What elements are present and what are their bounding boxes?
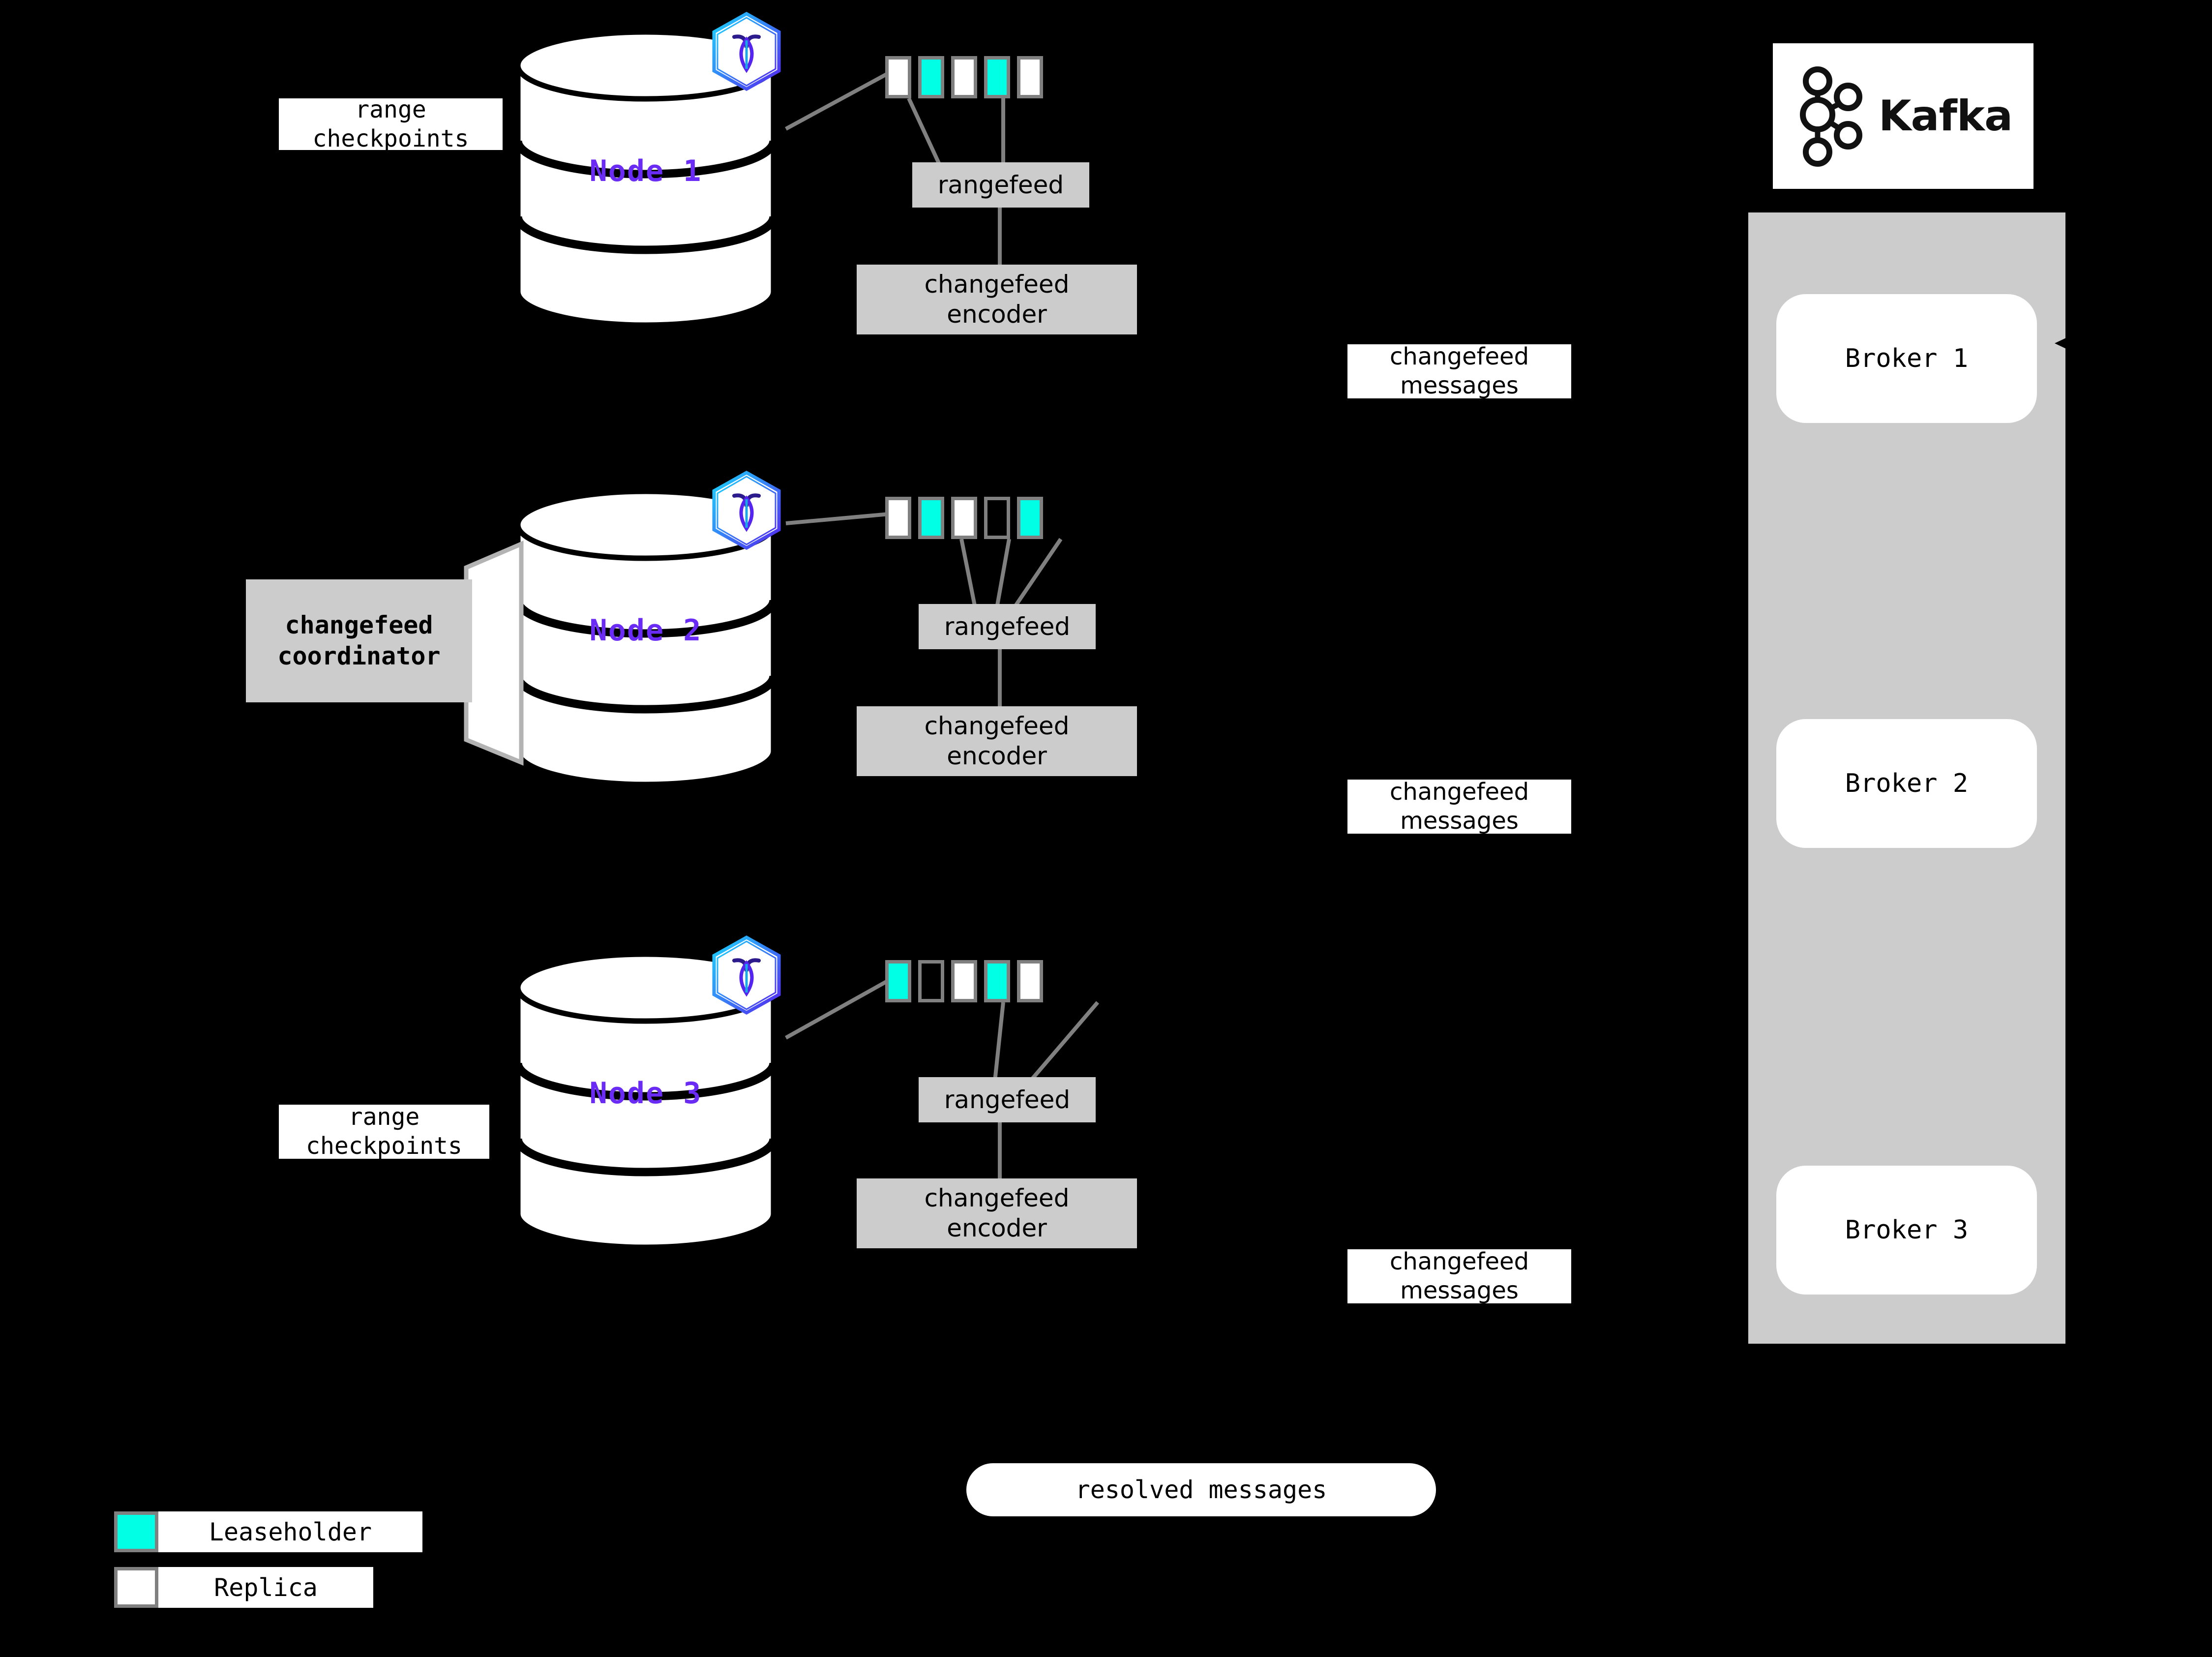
node3-cockroachdb-icon	[707, 934, 786, 1017]
range-checkpoints-line-2: checkpoints	[306, 1132, 462, 1159]
changefeed-messages-label-3: changefeed messages	[1347, 1249, 1571, 1303]
encoder-line-2: encoder	[947, 1214, 1047, 1242]
kafka-network-icon	[1794, 63, 1868, 169]
node3-rangefeed-box[interactable]: rangefeed	[919, 1077, 1096, 1122]
node3-range-row	[885, 960, 1043, 1002]
broker-3[interactable]: Broker 3	[1776, 1166, 2037, 1295]
node1-range-row	[885, 56, 1043, 98]
messages-line-1: changefeed	[1389, 780, 1529, 806]
messages-line-1: changefeed	[1389, 1249, 1529, 1276]
node1-range-checkpoints-label: range checkpoints	[279, 98, 503, 150]
range-box[interactable]	[984, 56, 1010, 98]
resolved-messages-pill: resolved messages	[966, 1463, 1436, 1516]
changefeed-coordinator-box[interactable]: changefeed coordinator	[246, 579, 472, 702]
broker-2[interactable]: Broker 2	[1776, 719, 2037, 848]
legend-swatch-replica	[114, 1567, 158, 1608]
range-box[interactable]	[885, 960, 911, 1002]
legend-swatch-leaseholder	[114, 1511, 158, 1552]
messages-line-2: messages	[1400, 372, 1519, 398]
node2-changefeed-encoder-box[interactable]: changefeed encoder	[857, 706, 1137, 776]
range-box[interactable]	[885, 497, 911, 539]
range-box[interactable]	[918, 960, 944, 1002]
range-box[interactable]	[984, 497, 1010, 539]
messages-line-2: messages	[1400, 1277, 1519, 1303]
node1-label: Node 1	[589, 154, 702, 188]
coordinator-line-2: coordinator	[277, 642, 441, 670]
kafka-inbound-arrow-icon	[2055, 334, 2074, 354]
range-box[interactable]	[951, 497, 977, 539]
range-box[interactable]	[918, 497, 944, 539]
changefeed-coordinator-connector	[462, 540, 551, 766]
range-checkpoints-line-1: range	[348, 1105, 420, 1131]
coordinator-line-1: changefeed	[285, 611, 433, 639]
node2-range-row	[885, 497, 1043, 539]
legend-label-leaseholder: Leaseholder	[158, 1511, 422, 1552]
kafka-wordmark: Kafka	[1878, 91, 2013, 141]
range-box[interactable]	[885, 56, 911, 98]
range-checkpoints-line-1: range	[355, 98, 426, 123]
encoder-line-2: encoder	[947, 300, 1047, 329]
encoder-line-1: changefeed	[924, 270, 1070, 299]
node1-changefeed-encoder-box[interactable]: changefeed encoder	[857, 265, 1137, 334]
range-box[interactable]	[1017, 56, 1043, 98]
node1-cockroachdb-icon	[707, 10, 786, 93]
encoder-line-1: changefeed	[924, 1184, 1070, 1212]
node3-changefeed-encoder-box[interactable]: changefeed encoder	[857, 1178, 1137, 1248]
changefeed-messages-label-1: changefeed messages	[1347, 344, 1571, 398]
encoder-line-2: encoder	[947, 742, 1047, 770]
legend-label-replica: Replica	[158, 1567, 373, 1608]
node2-rangefeed-box[interactable]: rangefeed	[919, 604, 1096, 649]
messages-line-1: changefeed	[1389, 344, 1529, 371]
broker-1[interactable]: Broker 1	[1776, 294, 2037, 423]
node2-cockroachdb-icon	[707, 469, 786, 552]
node2-label: Node 2	[589, 613, 702, 648]
range-box[interactable]	[918, 56, 944, 98]
node1-rangefeed-box[interactable]: rangefeed	[912, 162, 1089, 208]
node3-range-checkpoints-label: range checkpoints	[279, 1105, 489, 1159]
kafka-logo: Kafka	[1773, 43, 2033, 189]
range-checkpoints-line-2: checkpoints	[312, 124, 469, 151]
changefeed-messages-label-2: changefeed messages	[1347, 780, 1571, 834]
range-box[interactable]	[951, 960, 977, 1002]
node3-label: Node 3	[589, 1076, 702, 1111]
node3-cylinder: Node 3	[515, 951, 776, 1251]
encoder-line-1: changefeed	[924, 712, 1070, 740]
range-box[interactable]	[1017, 960, 1043, 1002]
node2-cylinder: Node 2	[515, 488, 776, 788]
range-box[interactable]	[984, 960, 1010, 1002]
range-box[interactable]	[951, 56, 977, 98]
range-box[interactable]	[1017, 497, 1043, 539]
node1-cylinder: Node 1	[515, 29, 776, 329]
messages-line-2: messages	[1400, 807, 1519, 834]
